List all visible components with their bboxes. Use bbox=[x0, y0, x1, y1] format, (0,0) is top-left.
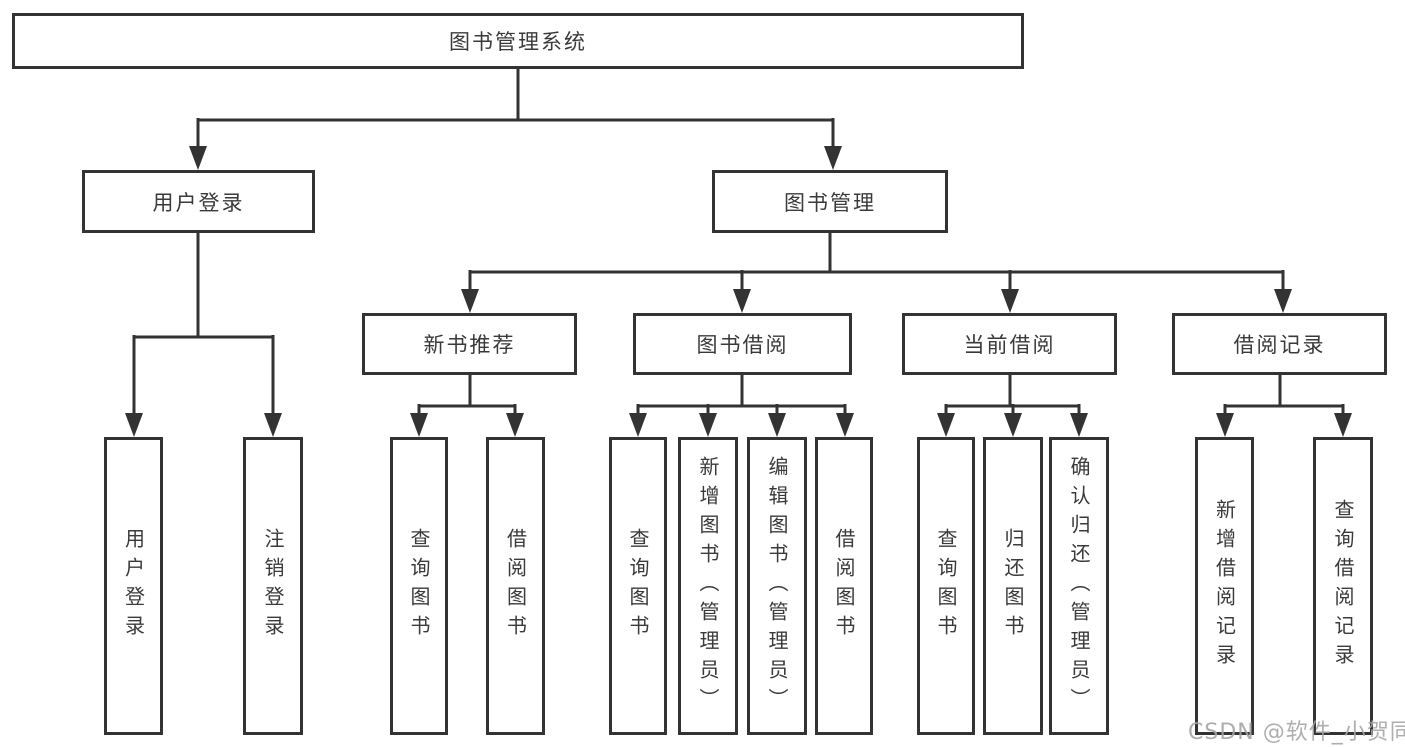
leaf-add-books-admin: 新增图书（管理员） bbox=[678, 437, 738, 735]
leaf-borrow-books-2: 借阅图书 bbox=[815, 437, 873, 735]
arrowhead bbox=[629, 413, 647, 437]
csdn-watermark: CSDN @软件_小贺同学 bbox=[1188, 720, 1405, 745]
arrowhead bbox=[506, 413, 524, 437]
node-new-book-recommend: 新书推荐 bbox=[362, 313, 577, 375]
leaf-edit-books-admin: 编辑图书（管理员） bbox=[747, 437, 807, 735]
leaf-query-borrow-record: 查询借阅记录 bbox=[1313, 437, 1373, 735]
leaf-query-books-2: 查询图书 bbox=[609, 437, 667, 735]
leaf-confirm-return-admin: 确认归还（管理员） bbox=[1049, 437, 1109, 735]
node-library-management-system: 图书管理系统 bbox=[12, 13, 1024, 69]
arrowhead bbox=[1004, 413, 1022, 437]
arrowhead bbox=[1334, 413, 1352, 437]
arrowhead bbox=[836, 413, 854, 437]
arrowhead bbox=[937, 413, 955, 437]
arrowhead bbox=[699, 413, 717, 437]
node-current-borrowing: 当前借阅 bbox=[902, 313, 1117, 375]
arrowhead bbox=[264, 413, 282, 437]
node-user-login: 用户登录 bbox=[82, 170, 315, 233]
connector-user-login-to-leaves bbox=[125, 233, 282, 437]
arrowhead bbox=[1070, 413, 1088, 437]
arrowhead bbox=[1001, 289, 1019, 313]
connector-new-book-rec-to-leaves bbox=[410, 375, 524, 437]
leaf-user-login: 用户登录 bbox=[104, 437, 163, 735]
connector-current-borrow-to-leaves bbox=[937, 375, 1088, 437]
arrowhead bbox=[461, 289, 479, 313]
leaf-add-borrow-record: 新增借阅记录 bbox=[1195, 437, 1254, 735]
connector-book-mgmt-to-level3 bbox=[461, 233, 1292, 313]
arrowhead bbox=[1216, 413, 1234, 437]
connector-borrow-records-to-leaves bbox=[1216, 375, 1352, 437]
leaf-logout: 注销登录 bbox=[243, 437, 303, 735]
arrowhead bbox=[410, 413, 428, 437]
node-book-management: 图书管理 bbox=[712, 170, 948, 233]
leaf-return-books: 归还图书 bbox=[983, 437, 1043, 735]
node-book-borrowing: 图书借阅 bbox=[633, 313, 852, 375]
arrowhead bbox=[1274, 289, 1292, 313]
arrowhead bbox=[768, 413, 786, 437]
leaf-query-books-1: 查询图书 bbox=[390, 437, 448, 735]
arrowhead bbox=[824, 146, 842, 170]
connector-book-borrow-to-leaves bbox=[629, 375, 854, 437]
arrowhead bbox=[189, 146, 207, 170]
node-borrowing-records: 借阅记录 bbox=[1172, 313, 1387, 375]
connector-root-to-level2 bbox=[189, 69, 842, 170]
leaf-query-books-3: 查询图书 bbox=[917, 437, 975, 735]
arrowhead bbox=[733, 289, 751, 313]
leaf-borrow-books-1: 借阅图书 bbox=[486, 437, 545, 735]
arrowhead bbox=[125, 413, 143, 437]
